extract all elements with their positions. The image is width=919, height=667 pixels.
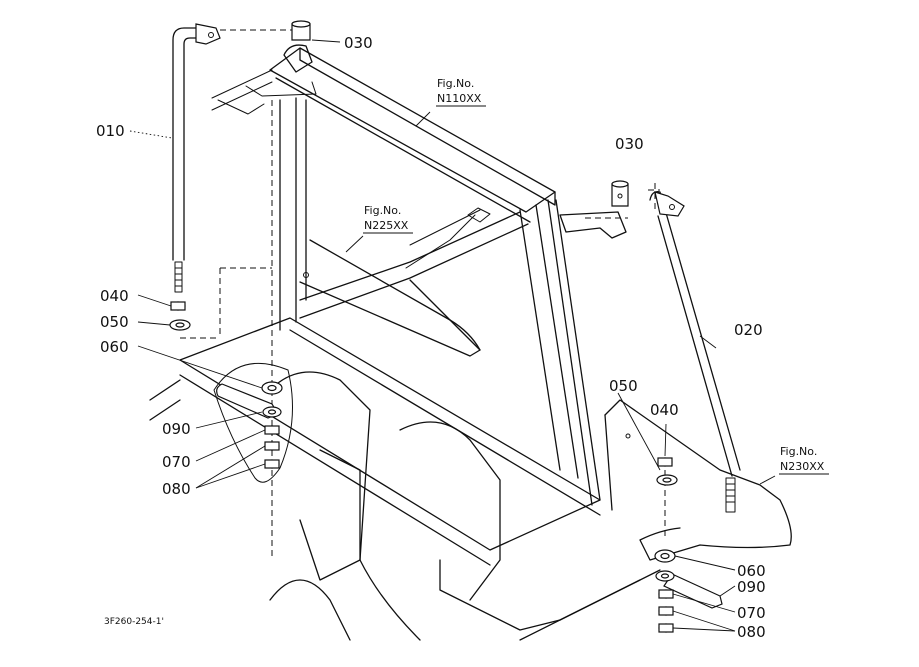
callout-090-right: 090 xyxy=(737,578,766,596)
callout-040-right: 040 xyxy=(650,401,679,419)
fig-ref-n110-code: N110XX xyxy=(437,92,482,105)
callout-090-left: 090 xyxy=(162,420,191,438)
callout-010: 010 xyxy=(96,122,125,140)
callout-060-left: 060 xyxy=(100,338,129,356)
leader-lines xyxy=(129,39,776,632)
fig-ref-n225-label: Fig.No. xyxy=(364,204,401,217)
callout-050-right: 050 xyxy=(609,377,638,395)
fig-ref-n230-label: Fig.No. xyxy=(780,445,817,458)
rops-frame xyxy=(149,44,792,641)
callout-070-right: 070 xyxy=(737,604,766,622)
callout-080-left: 080 xyxy=(162,480,191,498)
fig-ref-n110-label: Fig.No. xyxy=(437,77,474,90)
callout-020: 020 xyxy=(734,321,763,339)
stay-rod-020 xyxy=(649,191,741,513)
callout-080-right: 080 xyxy=(737,623,766,641)
callout-040-left: 040 xyxy=(100,287,129,305)
callout-030-right: 030 xyxy=(615,135,644,153)
left-hardware xyxy=(169,20,311,483)
right-hardware xyxy=(611,180,723,633)
callout-050-left: 050 xyxy=(100,313,129,331)
fig-ref-n225-code: N225XX xyxy=(364,219,409,232)
drawing-reference: 3F260-254-1' xyxy=(104,617,164,627)
fig-ref-n230-code: N230XX xyxy=(780,460,825,473)
callout-030-top: 030 xyxy=(344,34,373,52)
hidden-lines xyxy=(180,29,666,560)
stay-rod-010 xyxy=(172,23,221,293)
callout-070-left: 070 xyxy=(162,453,191,471)
callout-060-right: 060 xyxy=(737,562,766,580)
